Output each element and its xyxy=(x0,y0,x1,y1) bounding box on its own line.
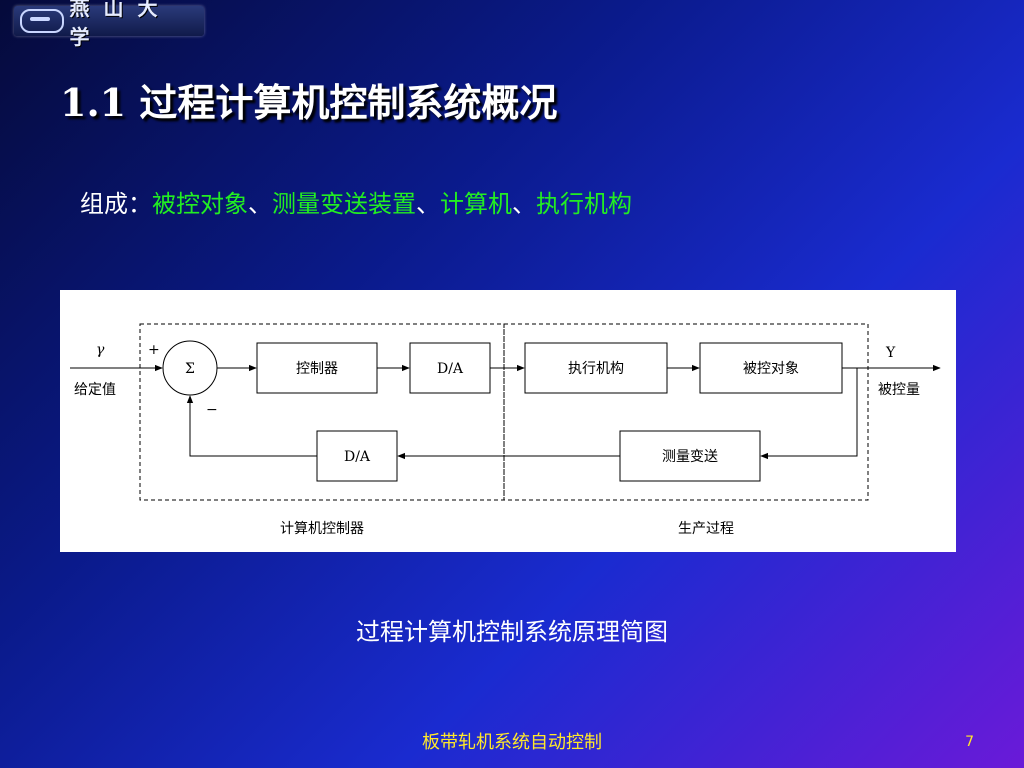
composition-item-actuator: 执行机构 xyxy=(536,190,632,218)
composition-separator: 、 xyxy=(416,190,440,218)
composition-item-plant: 被控对象 xyxy=(152,190,248,218)
computer-group-label: 计算机控制器 xyxy=(280,521,364,537)
process-group-label: 生产过程 xyxy=(678,521,734,537)
university-logo: 燕山大学 xyxy=(14,0,204,49)
output-to-sensor-arrow xyxy=(760,368,858,460)
computer-controller-group xyxy=(139,323,505,501)
plus-sign: + xyxy=(148,342,160,358)
footer-text: 板带轧机系统自动控制 xyxy=(422,732,602,753)
output-label: 被控量 xyxy=(878,382,920,398)
sum-symbol: Σ xyxy=(185,361,195,377)
block-diagram-svg: γ 给定值 + − Σ 控制器 D/A 执行机构 被控对象 Y 被控量 D/A … xyxy=(70,323,941,537)
actuator-label: 执行机构 xyxy=(568,361,624,377)
plant-label: 被控对象 xyxy=(743,361,799,377)
input-label: 给定值 xyxy=(74,382,116,398)
composition-item-computer: 计算机 xyxy=(440,190,512,218)
block-diagram: γ 给定值 + − Σ 控制器 D/A 执行机构 被控对象 Y 被控量 D/A … xyxy=(60,290,956,552)
composition-separator: 、 xyxy=(512,190,536,218)
minus-sign: − xyxy=(206,402,218,418)
page-number: 7 xyxy=(965,734,974,750)
diagram-caption: 过程计算机控制系统原理简图 xyxy=(356,618,668,646)
da-feedback-label: D/A xyxy=(344,449,371,465)
slide-title: 1.1 过程计算机控制系统概况 xyxy=(60,80,558,125)
composition-separator: 、 xyxy=(248,190,272,218)
sensor-label: 测量变送 xyxy=(662,449,718,465)
production-process-group xyxy=(503,323,869,501)
composition-item-measurement: 测量变送装置 xyxy=(272,190,416,218)
composition-line: 组成：被控对象、测量变送装置、计算机、执行机构 xyxy=(80,184,632,219)
university-emblem-icon xyxy=(20,9,64,33)
logo-text: 燕山大学 xyxy=(69,0,172,49)
da-to-sum-arrow xyxy=(186,395,317,457)
composition-label: 组成： xyxy=(80,190,152,218)
controller-label: 控制器 xyxy=(296,361,338,377)
output-symbol: Y xyxy=(885,345,896,361)
input-symbol: γ xyxy=(96,342,105,358)
da-forward-label: D/A xyxy=(437,361,464,377)
